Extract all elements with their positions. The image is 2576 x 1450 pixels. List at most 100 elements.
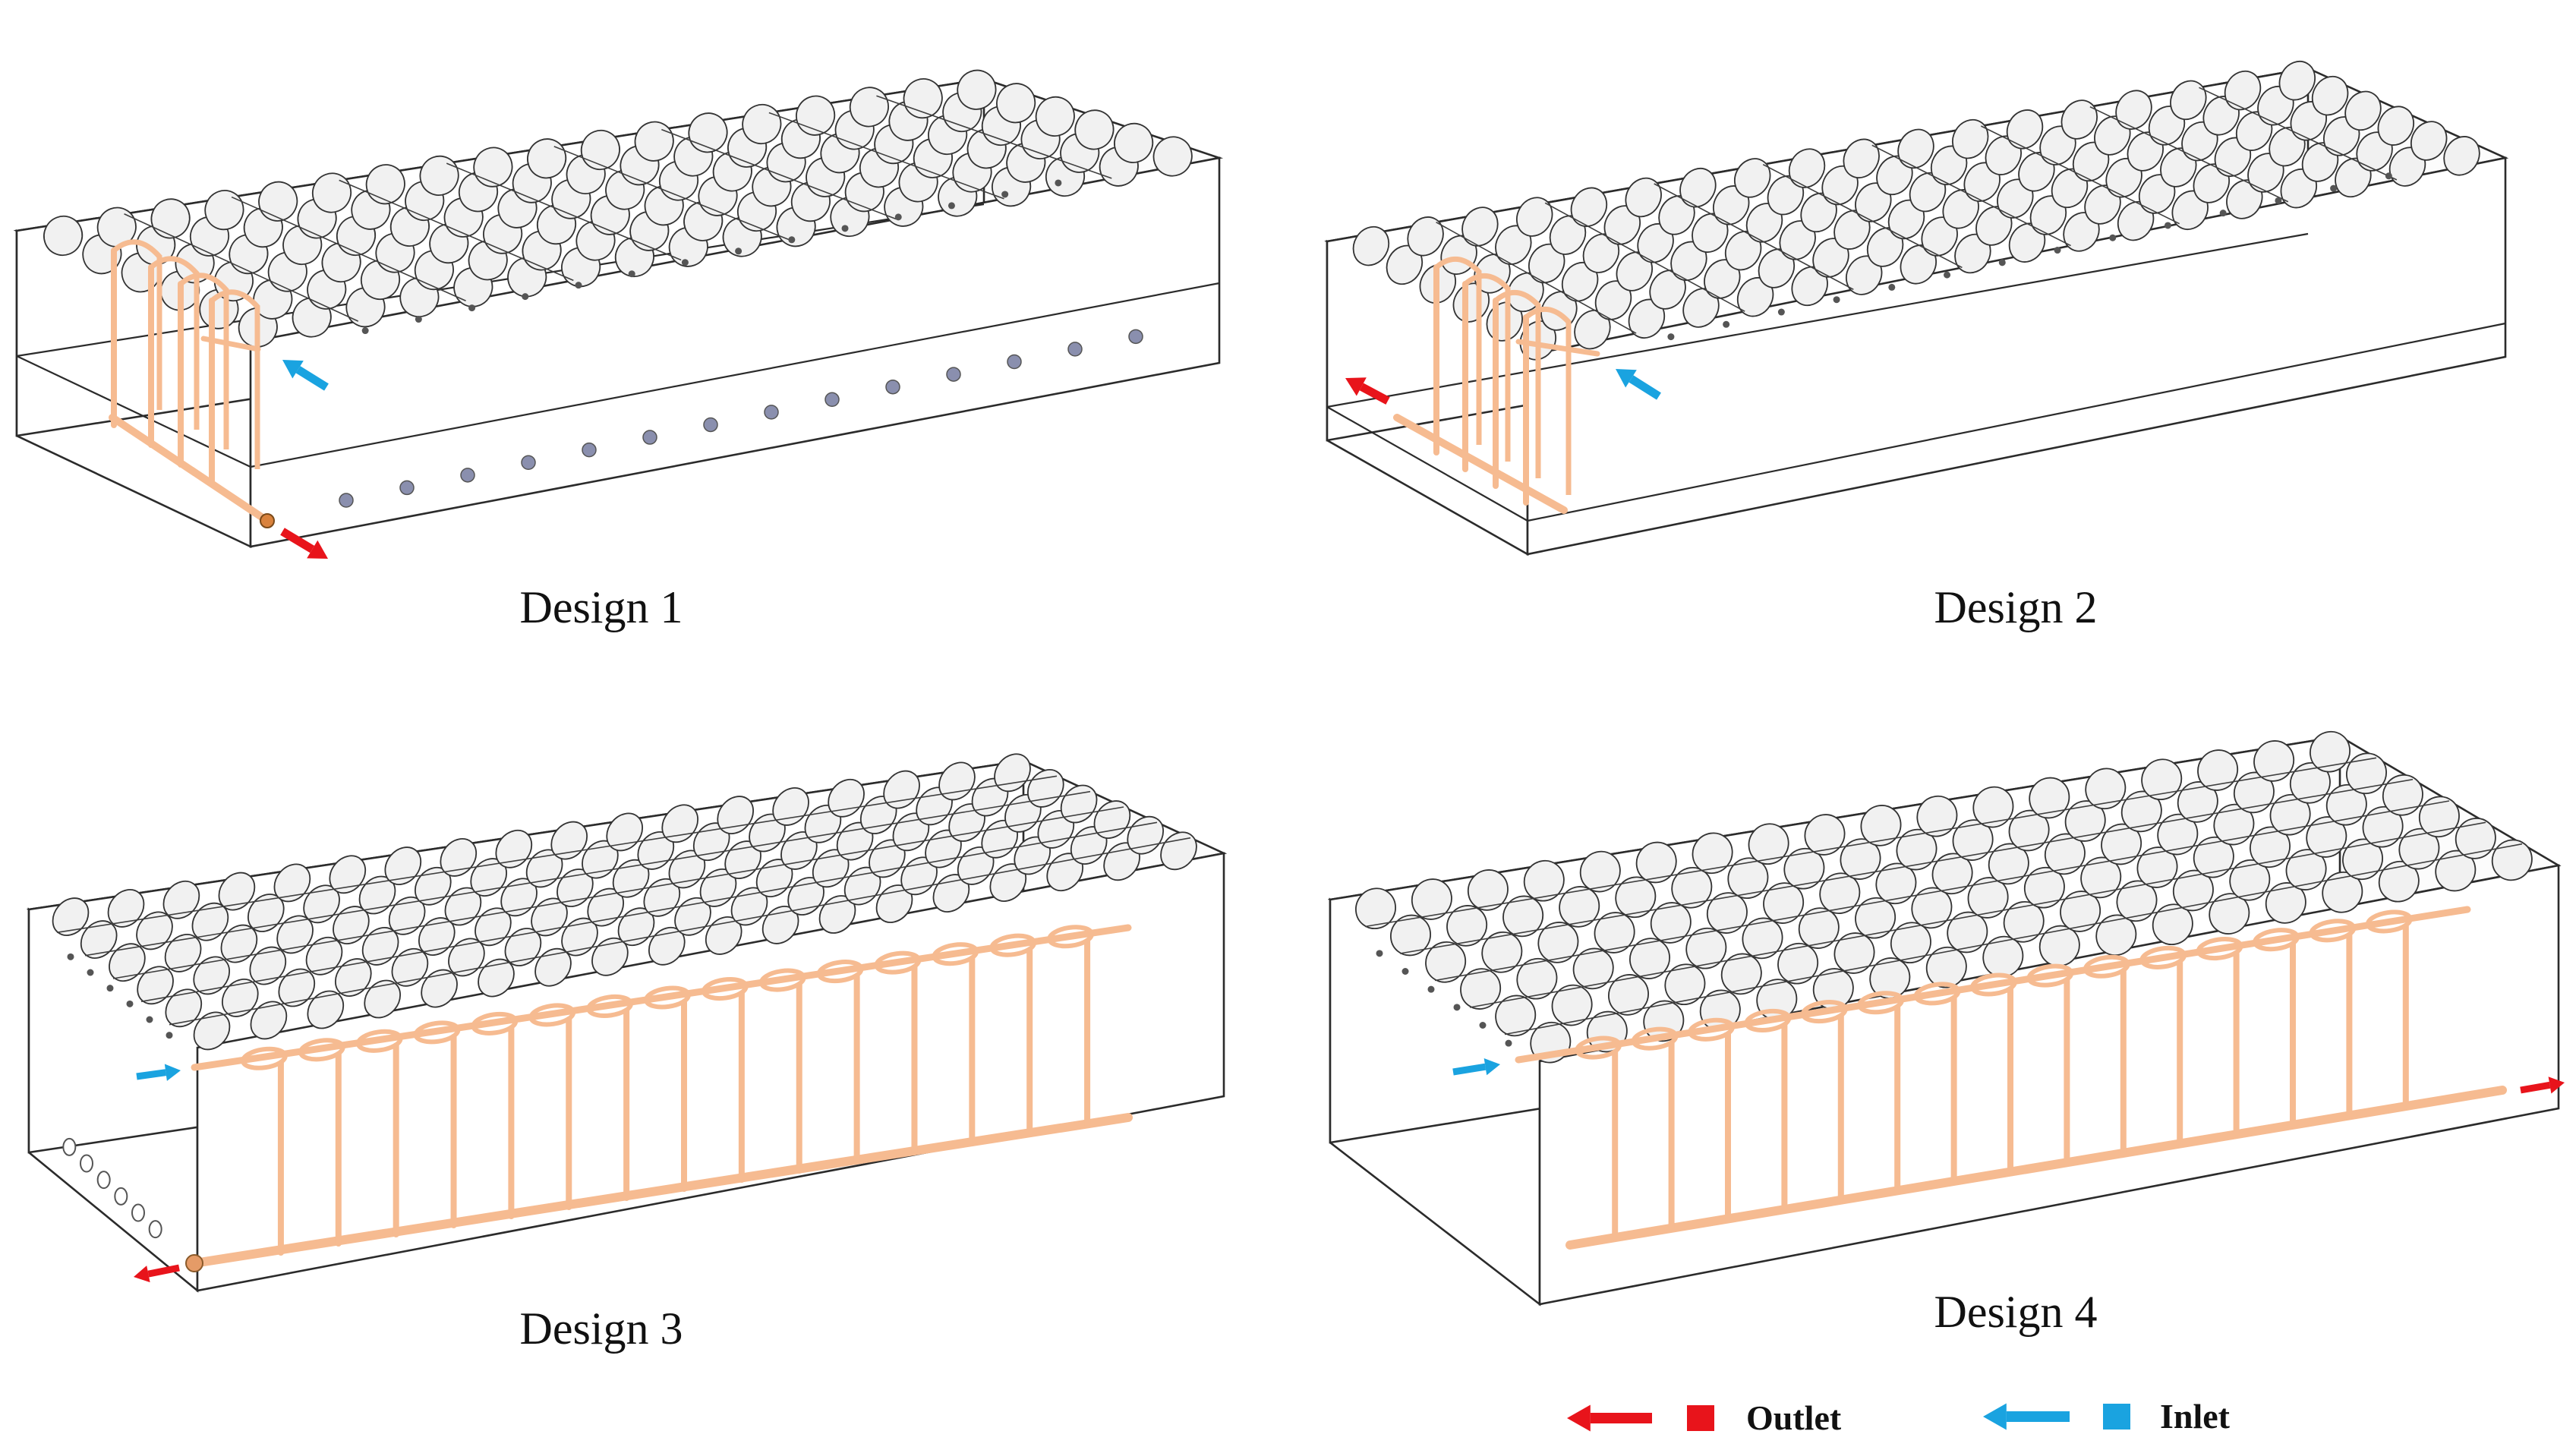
port-hole [1376, 950, 1383, 957]
channel-hole [62, 1137, 77, 1156]
design-4-caption: Design 4 [1934, 1287, 2098, 1337]
battery-cell [1460, 968, 1502, 1010]
module-divider [446, 162, 682, 261]
u-bend-pipe [702, 977, 749, 1001]
manifold-pipe [109, 414, 271, 525]
battery-cell [1425, 941, 1467, 983]
battery-cell [2344, 90, 2382, 131]
u-bend-pipe [298, 1038, 345, 1062]
port-hole [1998, 259, 2006, 266]
module-divider [661, 128, 897, 220]
battery-cell [1074, 109, 1115, 150]
outlet-square-icon [1687, 1405, 1714, 1431]
u-bend-pipe [644, 985, 691, 1010]
battery-cell [193, 1011, 231, 1051]
channel-hole [1007, 354, 1022, 370]
tray-divider [56, 775, 1058, 934]
inlet-arrow-icon [136, 1064, 181, 1081]
port-hole [522, 293, 529, 301]
port-hole [468, 304, 476, 312]
battery-cell [96, 206, 137, 247]
battery-cell [957, 69, 997, 110]
channel-hole [764, 405, 779, 420]
port-hole [841, 225, 849, 232]
module-divider [1436, 221, 1637, 334]
module-divider [339, 179, 574, 282]
battery-cell [1355, 887, 1396, 930]
outlet-arrow-icon [1567, 1404, 1652, 1432]
u-bend-pipe [2083, 954, 2130, 979]
u-bend-pipe [2366, 909, 2413, 934]
channel-hole [582, 442, 597, 458]
u-bend-pipe [1575, 1035, 1622, 1060]
port-hole [1777, 308, 1785, 316]
battery-cell [365, 164, 405, 205]
u-bend-pipe [1744, 1008, 1792, 1032]
battery-cell [1446, 905, 1488, 947]
port-hole [1667, 333, 1675, 341]
battery-cell [634, 121, 674, 162]
battery-cell [1570, 187, 1608, 228]
port-hole [2219, 210, 2227, 217]
u-bend-pipe [355, 1029, 403, 1053]
battery-cell [580, 129, 620, 171]
channel-hole [96, 1171, 111, 1190]
port-hole [2164, 222, 2171, 229]
port-hole [2275, 197, 2282, 204]
inlet-label: Inlet [2160, 1397, 2231, 1436]
battery-cell [1579, 850, 1621, 893]
battery-cell [2006, 109, 2044, 150]
port-hole [1427, 985, 1435, 993]
tray-dividers [56, 775, 1191, 1026]
u-bend-pipe [1493, 289, 1541, 478]
module-divider [1654, 183, 1854, 291]
battery-cell [1692, 832, 1733, 875]
module-divider [1762, 163, 1963, 269]
inlet-stub-pipe [1515, 339, 1600, 357]
legend: Outlet Inlet [1567, 1397, 2231, 1437]
module-divider [1871, 144, 2071, 247]
port-hole [106, 985, 114, 992]
u-bend-pipe [1857, 991, 1904, 1015]
battery-cell [903, 78, 943, 119]
channel-hole [642, 430, 657, 445]
port-hole [67, 953, 74, 960]
battery-cell [1720, 953, 1762, 995]
module-dividers [1436, 87, 2398, 334]
port-hole [166, 1032, 173, 1039]
tray-divider [84, 790, 1091, 957]
u-bend-pipe [112, 239, 162, 410]
module-divider [2199, 87, 2398, 181]
design-3-caption: Design 3 [520, 1303, 683, 1354]
inlet-arrow-icon [1616, 369, 1661, 400]
battery-cell [204, 190, 244, 231]
port-hole [1944, 271, 1951, 279]
u-bend-pipe [2253, 928, 2300, 952]
design-1-cooling [109, 179, 1143, 559]
port-hole [2054, 247, 2061, 254]
module-dividers [124, 95, 1112, 322]
u-bend-pipe [2309, 919, 2357, 943]
tray-divider [112, 806, 1124, 979]
u-bend-pipe [2139, 945, 2187, 969]
design-1-pack [13, 69, 1224, 559]
battery-cell [1461, 206, 1499, 247]
port-hole [2330, 184, 2338, 192]
design-4-pack [1327, 730, 2565, 1307]
battery-cell [1551, 984, 1593, 1026]
u-bend-pipe [816, 960, 864, 984]
battery-cell [717, 796, 755, 834]
base-plate-edge [1326, 406, 1528, 522]
battery-cell [527, 138, 567, 179]
battery-cell [311, 172, 352, 213]
battery-cell [1664, 963, 1706, 1006]
tray-divider [1364, 757, 2377, 928]
battery-cell [1495, 995, 1537, 1037]
u-bend-pipe [1688, 1017, 1735, 1042]
battery-cell [2278, 60, 2316, 101]
module-divider [2089, 106, 2289, 203]
battery-cell [1152, 136, 1193, 177]
design-3-cooling [62, 924, 1133, 1283]
battery-cell [1594, 912, 1635, 954]
port-hole [126, 1000, 134, 1007]
